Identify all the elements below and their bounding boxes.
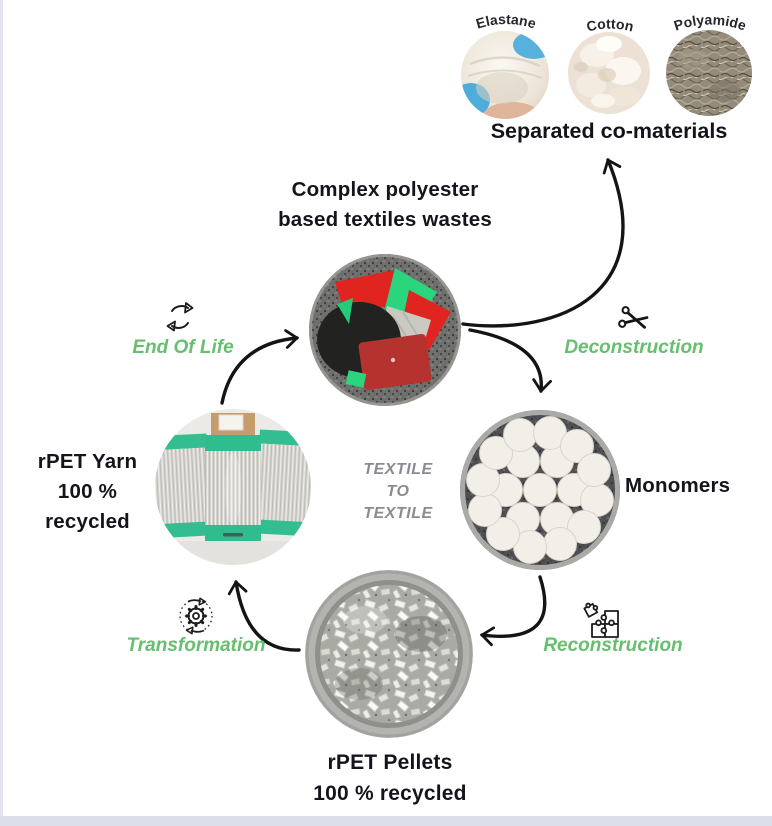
scissors-icon <box>618 306 649 329</box>
rpet-yarn-photo <box>155 409 311 565</box>
recycle-cycle-icon <box>166 302 194 332</box>
gear-cycle-icon <box>179 597 213 635</box>
wastes-label-line2: based textiles wastes <box>278 208 492 231</box>
arrow-monomers-to-pellets <box>479 575 547 647</box>
yarn-label-line1: rPET Yarn <box>37 450 138 473</box>
deconstruction-label: Deconstruction <box>564 337 704 358</box>
co-materials-title: Separated co-materials <box>490 119 728 143</box>
center-line2: TO <box>386 483 410 500</box>
yarn-label-line3: recycled <box>45 510 130 533</box>
left-edge-strip <box>0 0 3 826</box>
textile-wastes-photo <box>309 254 461 406</box>
wastes-stage-label: Complex polyester based textiles wastes <box>240 175 530 235</box>
elastane-arc-label: Elastane <box>474 11 538 32</box>
pellets-label-line2: 100 % recycled <box>313 782 467 805</box>
polyamide-photo <box>666 30 752 116</box>
yarn-label-line2: 100 % <box>57 480 118 503</box>
rpet-pellets-photo <box>305 570 473 738</box>
cotton-photo <box>568 32 650 114</box>
bottom-edge-strip <box>0 816 772 826</box>
arrow-wastes-to-monomers <box>468 328 552 394</box>
textile-to-textile-caption: TEXTILE TO TEXTILE <box>338 459 458 525</box>
puzzle-icon <box>583 602 619 638</box>
reconstruction-label: Reconstruction <box>543 635 683 656</box>
pellets-stage-label: rPET Pellets 100 % recycled <box>265 747 515 809</box>
monomers-stage-label: Monomers <box>625 474 731 497</box>
pellets-label-line1: rPET Pellets <box>327 751 453 774</box>
transformation-label: Transformation <box>126 635 266 656</box>
center-line3: TEXTILE <box>363 505 433 522</box>
wastes-label-line1: Complex polyester <box>291 178 479 201</box>
elastane-photo <box>461 31 549 119</box>
cotton-arc-label: Cotton <box>585 15 635 34</box>
svg-text:Cotton: Cotton <box>585 15 635 34</box>
yarn-stage-label: rPET Yarn 100 % recycled <box>15 447 160 537</box>
polyamide-arc-label: Polyamide <box>672 11 749 33</box>
end-of-life-label: End Of Life <box>132 337 234 358</box>
center-line1: TEXTILE <box>363 461 433 478</box>
svg-text:Elastane: Elastane <box>474 11 538 32</box>
monomers-photo <box>460 410 620 570</box>
